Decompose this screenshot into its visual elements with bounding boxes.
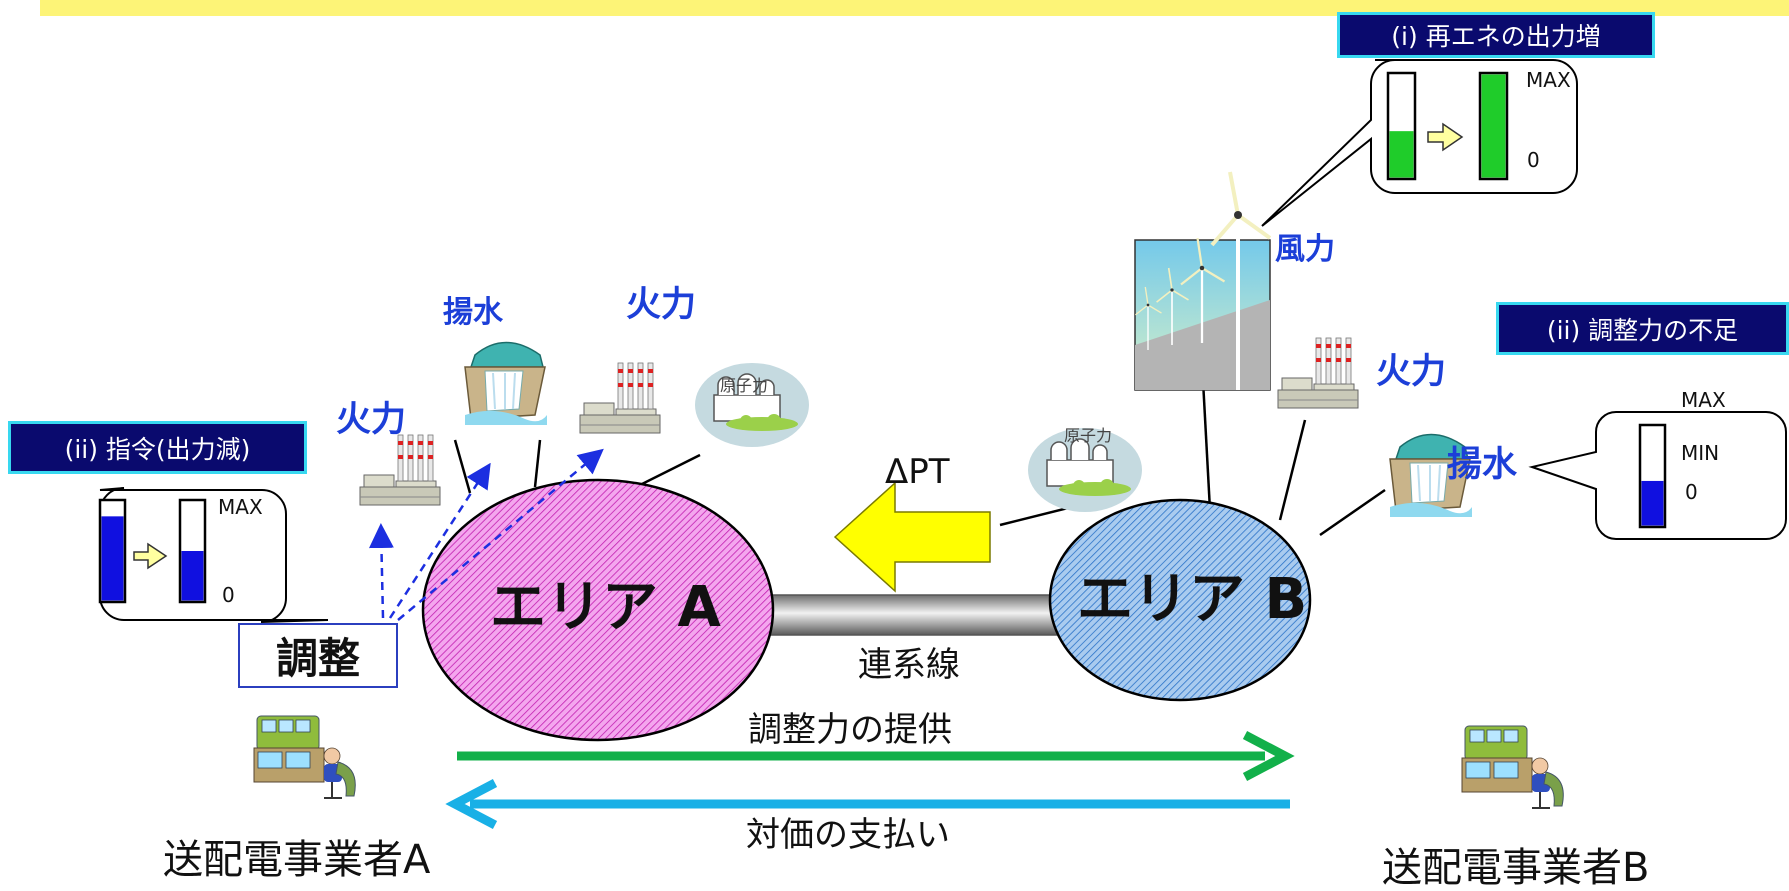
nuclear-a-label: 原子力 xyxy=(720,376,769,395)
shortage-gauge xyxy=(1638,423,1667,529)
payment-label: 対価の支払い xyxy=(746,815,950,855)
area-b-label: エリア B xyxy=(1077,567,1308,632)
thermal-plant-a2-icon xyxy=(579,362,661,434)
area-a-label: エリア A xyxy=(490,575,721,640)
command-zero-label: 0 xyxy=(222,583,235,607)
thermal-b-label: 火力 xyxy=(1376,352,1447,392)
provide-arrow xyxy=(457,731,1295,781)
renewable-zero-label: 0 xyxy=(1527,148,1540,172)
payment-arrow xyxy=(445,779,1290,829)
operator-a-label: 送配電事業者A xyxy=(163,837,431,883)
interconnector-label: 連系線 xyxy=(858,645,960,685)
thermal-a1-label: 火力 xyxy=(336,400,407,440)
area-a-ellipse xyxy=(421,478,775,742)
command-callout-title: (ii) 指令(出力減) xyxy=(8,421,307,474)
thermal-plant-b-icon xyxy=(1277,337,1359,409)
wind-b-label: 風力 xyxy=(1275,232,1335,267)
delta-pt-arrow xyxy=(833,481,991,593)
thermal-plant-a1-icon xyxy=(359,434,441,506)
renewable-callout-title: (i) 再エネの出力増 xyxy=(1337,12,1655,58)
command-gauges xyxy=(98,498,207,604)
pumped-b-label: 揚水 xyxy=(1447,445,1518,485)
interconnector-line xyxy=(754,594,1101,636)
renewable-max-label: MAX xyxy=(1526,68,1571,92)
shortage-zero-label: 0 xyxy=(1685,480,1698,504)
operator-b-label: 送配電事業者B xyxy=(1382,845,1650,891)
delta-pt-label: ΔPT xyxy=(885,452,950,492)
command-arrows xyxy=(368,448,604,621)
command-max-label: MAX xyxy=(218,495,263,519)
provide-label: 調整力の提供 xyxy=(748,710,952,750)
nuclear-b-label: 原子力 xyxy=(1064,426,1113,445)
area-b-ellipse xyxy=(1048,498,1312,702)
shortage-callout-title: (ii) 調整力の不足 xyxy=(1496,302,1789,355)
thermal-a2-label: 火力 xyxy=(626,285,697,325)
wind-farm-icon xyxy=(1134,171,1272,391)
pumped-a-label: 揚水 xyxy=(443,295,503,330)
pumped-hydro-a-icon xyxy=(464,341,548,426)
operator-b-icon xyxy=(1461,725,1565,809)
adjust-box: 調整 xyxy=(238,623,398,688)
shortage-max-label: MAX xyxy=(1681,388,1726,412)
renewable-gauges xyxy=(1386,71,1509,181)
shortage-min-label: MIN xyxy=(1681,441,1720,465)
operator-a-icon xyxy=(253,715,357,799)
